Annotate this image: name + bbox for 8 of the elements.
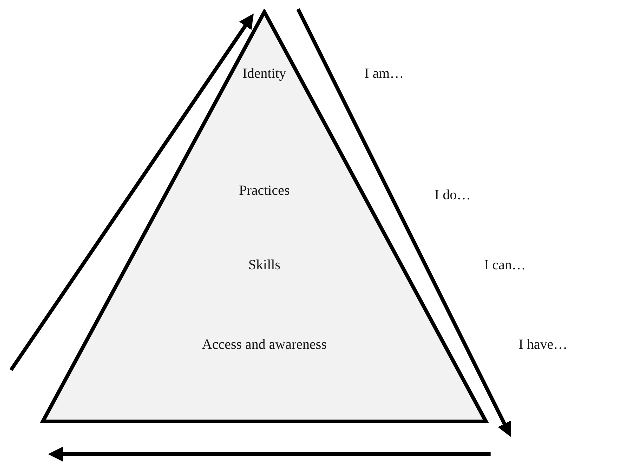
level-label: Practices <box>239 184 290 200</box>
level-label: Skills <box>248 258 281 274</box>
statement-label: I do… <box>434 188 471 204</box>
statement-label: I can… <box>484 258 526 274</box>
level-label: Access and awareness <box>202 338 327 354</box>
level-label: Identity <box>242 66 286 83</box>
statement-label: I am… <box>364 66 404 83</box>
statement-label: I have… <box>518 338 568 354</box>
